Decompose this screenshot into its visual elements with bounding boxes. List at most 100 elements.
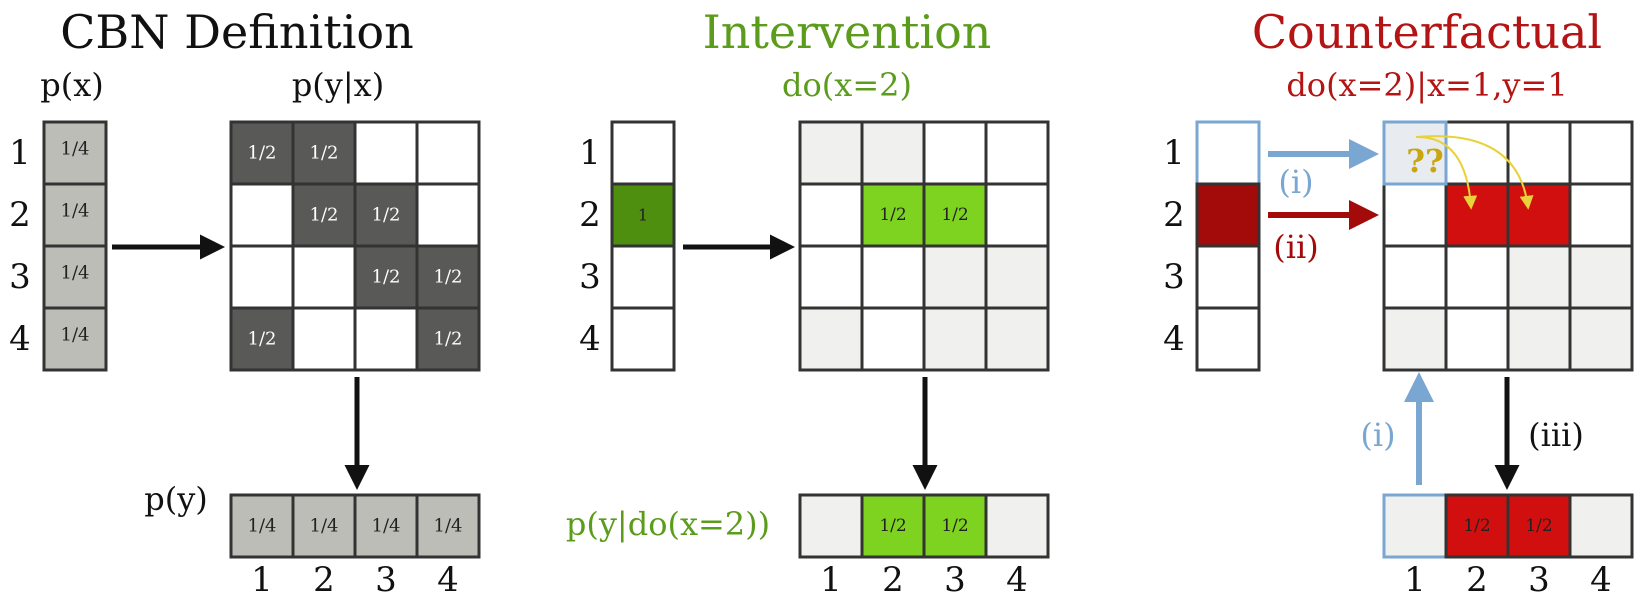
matrix-cell bbox=[1382, 182, 1448, 248]
cell-value: 1/2 bbox=[941, 205, 968, 225]
col-label: 2 bbox=[313, 560, 335, 600]
output-cell bbox=[1568, 493, 1634, 559]
yellow-arrow-to-col3 bbox=[1415, 135, 1534, 210]
row-label: 3 bbox=[9, 257, 31, 297]
cell-value: 1/4 bbox=[248, 516, 277, 537]
col-label: 2 bbox=[1466, 560, 1488, 600]
x-cell bbox=[1195, 244, 1261, 310]
matrix-cell bbox=[229, 182, 295, 248]
panel-title: Counterfactual bbox=[1252, 5, 1602, 59]
cell-value: 1/2 bbox=[434, 267, 463, 288]
matrix-cell bbox=[1568, 244, 1634, 310]
matrix-cell bbox=[1382, 120, 1448, 186]
row-label: 2 bbox=[1163, 195, 1185, 235]
x-cell bbox=[1195, 120, 1261, 186]
x-cell bbox=[610, 306, 676, 372]
matrix-cell bbox=[922, 244, 988, 310]
panel-subtitle: do(x=2) bbox=[782, 66, 912, 104]
col-label: 1 bbox=[1404, 560, 1426, 600]
row-label: 1 bbox=[579, 133, 601, 173]
output-cell bbox=[798, 493, 864, 559]
matrix-cell bbox=[353, 120, 419, 186]
matrix-cell bbox=[798, 244, 864, 310]
matrix-cell bbox=[415, 244, 481, 310]
col-label: 2 bbox=[882, 560, 904, 600]
matrix-cell bbox=[984, 244, 1050, 310]
x-cell bbox=[610, 120, 676, 186]
matrix-cell bbox=[984, 120, 1050, 186]
matrix-cell bbox=[353, 306, 419, 372]
cell-value: 1/4 bbox=[434, 516, 463, 537]
matrix-cell bbox=[860, 120, 926, 186]
matrix-cell bbox=[1506, 182, 1572, 248]
cell-value: 1/2 bbox=[1525, 516, 1552, 536]
output-label: p(y|do(x=2)) bbox=[566, 505, 770, 543]
x-cell bbox=[1195, 182, 1261, 248]
matrix-cell bbox=[415, 182, 481, 248]
matrix-cell bbox=[1568, 306, 1634, 372]
output-row: 1/2 1/2 bbox=[1382, 493, 1634, 559]
matrix-cell bbox=[353, 182, 419, 248]
col-label: 1 bbox=[251, 560, 273, 600]
col-label: 4 bbox=[1006, 560, 1028, 600]
output-cell bbox=[1506, 493, 1572, 559]
matrix-cell bbox=[1382, 244, 1448, 310]
label-ii: (ii) bbox=[1273, 228, 1318, 266]
x-cell bbox=[1195, 306, 1261, 372]
cell-value: 1/4 bbox=[61, 325, 90, 346]
py-row: 1/4 1/4 1/4 1/4 bbox=[229, 493, 481, 559]
matrix-cell bbox=[1382, 306, 1448, 372]
output-cell bbox=[860, 493, 926, 559]
matrix-cell bbox=[415, 306, 481, 372]
cell-value: 1/2 bbox=[1463, 516, 1490, 536]
matrix-cell bbox=[798, 120, 864, 186]
cell-value: 1/4 bbox=[61, 201, 90, 222]
cell-value: 1/2 bbox=[879, 205, 906, 225]
matrix-cell bbox=[798, 182, 864, 248]
matrix-cell bbox=[1444, 182, 1510, 248]
cell-value: 1 bbox=[638, 206, 648, 225]
row-label: 3 bbox=[1163, 257, 1185, 297]
px-cell bbox=[42, 306, 108, 372]
matrix-cell bbox=[1506, 244, 1572, 310]
panel-title: CBN Definition bbox=[60, 5, 414, 59]
label-iii: (iii) bbox=[1528, 416, 1584, 454]
counterfactual-matrix bbox=[1382, 120, 1634, 372]
x-column: 1 bbox=[610, 120, 676, 372]
cell-value: 1/4 bbox=[310, 516, 339, 537]
matrix-cell bbox=[984, 306, 1050, 372]
matrix-cell bbox=[1444, 244, 1510, 310]
cell-value: 1/4 bbox=[372, 516, 401, 537]
col-label: 3 bbox=[375, 560, 397, 600]
cell-value: 1/4 bbox=[61, 139, 90, 160]
cell-value: 1/2 bbox=[310, 143, 339, 164]
py-label: p(y) bbox=[144, 480, 208, 518]
col-label: 3 bbox=[944, 560, 966, 600]
panel-subtitle: do(x=2)|x=1,y=1 bbox=[1286, 66, 1567, 104]
matrix-cell bbox=[860, 306, 926, 372]
cell-value: 1/2 bbox=[879, 516, 906, 536]
px-label: p(x) bbox=[40, 66, 104, 104]
row-label: 3 bbox=[579, 257, 601, 297]
row-label: 1 bbox=[9, 133, 31, 173]
yellow-arrow-to-col2 bbox=[1415, 135, 1478, 210]
matrix-cell bbox=[1506, 306, 1572, 372]
x-cell bbox=[610, 182, 676, 248]
matrix-cell bbox=[922, 120, 988, 186]
x-cell bbox=[610, 244, 676, 310]
cell-value: 1/2 bbox=[372, 267, 401, 288]
cell-value: 1/2 bbox=[310, 205, 339, 226]
matrix-cell bbox=[860, 244, 926, 310]
row-label: 4 bbox=[579, 319, 601, 359]
col-label: 4 bbox=[437, 560, 459, 600]
unknown-marker: ?? bbox=[1406, 142, 1444, 180]
